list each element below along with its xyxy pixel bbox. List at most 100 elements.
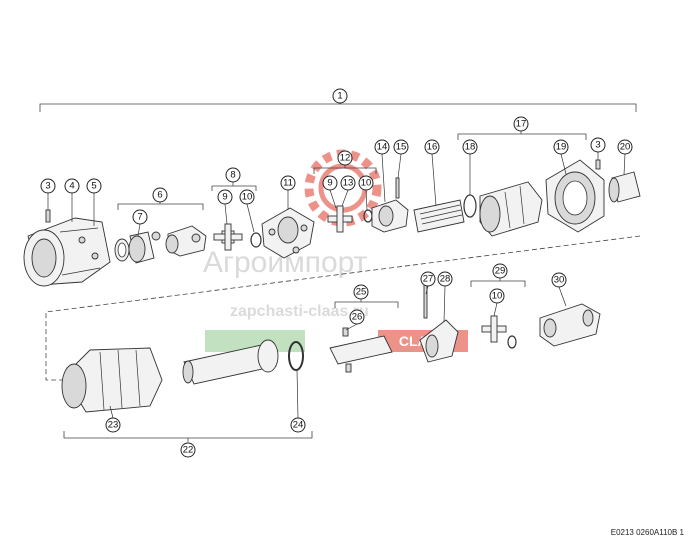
svg-text:6: 6: [157, 190, 162, 201]
bracket-22: [63, 431, 313, 439]
bracket-6: [117, 203, 204, 210]
svg-text:22: 22: [183, 445, 194, 456]
bracket-25: [334, 301, 399, 308]
watermark-green-block: [205, 330, 305, 352]
callout-5: 5: [86, 178, 102, 194]
part-yoke-14: [371, 199, 409, 233]
callout-12: 12: [337, 150, 353, 166]
callout-26: 26: [349, 309, 365, 325]
callout-29: 29: [492, 263, 508, 279]
callout-22: 22: [180, 442, 196, 458]
callout-30: 30: [551, 272, 567, 288]
callout-10c: 10: [489, 288, 505, 304]
svg-text:16: 16: [427, 142, 438, 153]
callout-28: 28: [437, 271, 453, 287]
callout-17: 17: [513, 116, 529, 132]
callout-8: 8: [225, 167, 241, 183]
callout-7: 7: [132, 209, 148, 225]
svg-text:9: 9: [327, 178, 332, 189]
callout-20: 20: [617, 139, 633, 155]
svg-text:4: 4: [69, 181, 74, 192]
leader-lines: [71, 153, 626, 419]
assembly-dashed-line: [45, 235, 641, 381]
svg-text:3: 3: [595, 140, 600, 151]
part-inner-shaft-25: [329, 327, 393, 373]
part-ring-10: [250, 232, 262, 248]
svg-text:27: 27: [423, 274, 434, 285]
callout-25: 25: [353, 284, 369, 300]
part-yoke-30: [539, 303, 601, 347]
part-guard-cone: [23, 217, 111, 287]
svg-text:20: 20: [620, 142, 631, 153]
part-yoke-6: [165, 225, 207, 257]
bracket-1: [39, 103, 637, 112]
part-sleeve-20: [608, 171, 641, 203]
callout-6: 6: [152, 187, 168, 203]
part-splined-shaft-16: [413, 199, 465, 233]
callout-9: 9: [217, 189, 233, 205]
part-outer-tube: [182, 339, 279, 385]
callout-3b: 3: [590, 137, 606, 153]
callout-18: 18: [462, 139, 478, 155]
part-yoke-28: [419, 283, 459, 363]
callout-4: 4: [64, 178, 80, 194]
svg-text:10: 10: [492, 291, 503, 302]
svg-text:14: 14: [377, 142, 388, 153]
svg-text:12: 12: [340, 153, 351, 164]
callout-24: 24: [290, 417, 306, 433]
callout-10: 10: [239, 189, 255, 205]
part-pin-15: [395, 177, 400, 199]
part-guard-tube-23: [61, 347, 163, 413]
svg-text:7: 7: [137, 212, 142, 223]
callout-14: 14: [374, 139, 390, 155]
svg-text:10: 10: [361, 178, 372, 189]
callout-3: 3: [40, 178, 56, 194]
callout-23: 23: [105, 417, 121, 433]
part-screw-3-right: [595, 150, 601, 170]
part-cross-29: [481, 315, 517, 349]
callout-16: 16: [424, 139, 440, 155]
svg-text:19: 19: [556, 142, 567, 153]
svg-text:13: 13: [343, 178, 354, 189]
callout-15: 15: [393, 139, 409, 155]
bracket-17: [457, 133, 587, 140]
svg-text:11: 11: [283, 178, 293, 189]
svg-text:24: 24: [293, 420, 304, 431]
svg-text:25: 25: [356, 287, 367, 298]
part-ring-24: [288, 341, 304, 371]
part-cross-9: [213, 223, 243, 251]
part-housing-19: [545, 159, 605, 233]
svg-text:23: 23: [108, 420, 119, 431]
svg-text:28: 28: [440, 274, 451, 285]
svg-text:18: 18: [465, 142, 476, 153]
bracket-12: [313, 167, 377, 174]
bracket-29: [470, 280, 526, 287]
callout-27: 27: [420, 271, 436, 287]
svg-text:5: 5: [91, 181, 96, 192]
svg-text:9: 9: [222, 192, 227, 203]
drawing-code: E0213 0260A110B 1: [610, 528, 684, 537]
bracket-8: [211, 185, 257, 191]
svg-text:17: 17: [516, 119, 527, 130]
callout-10b: 10: [358, 175, 374, 191]
svg-text:1: 1: [337, 91, 342, 102]
svg-text:26: 26: [352, 312, 363, 323]
svg-text:15: 15: [396, 142, 407, 153]
part-ring-18: [463, 194, 477, 218]
svg-text:30: 30: [554, 275, 565, 286]
svg-text:3: 3: [45, 181, 50, 192]
part-screw-3: [45, 192, 51, 223]
callout-11: 11: [280, 175, 296, 191]
part-flange-yoke-11: [261, 207, 315, 259]
part-clutch-hub-17: [479, 181, 543, 237]
part-bearing: [128, 231, 161, 264]
svg-text:8: 8: [230, 170, 235, 181]
part-ring-7: [114, 238, 130, 262]
watermark-site: zapchasti-claas.ru: [230, 303, 369, 320]
callout-9b: 9: [322, 175, 338, 191]
callout-1: 1: [332, 88, 348, 104]
callout-13: 13: [340, 175, 356, 191]
svg-text:10: 10: [242, 192, 253, 203]
svg-text:29: 29: [495, 266, 506, 277]
